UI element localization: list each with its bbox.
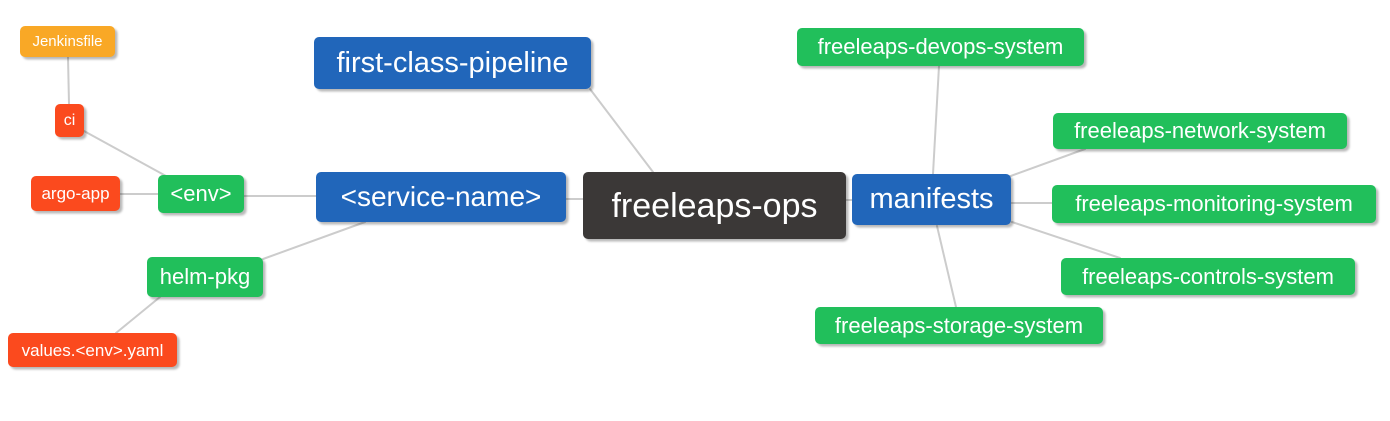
node-first-class-pipeline[interactable]: first-class-pipeline — [314, 37, 591, 89]
node-ci[interactable]: ci — [55, 104, 84, 137]
edge-pipeline-ops — [589, 88, 654, 173]
edge-manifests-network — [1007, 148, 1086, 178]
node-values-env-yaml[interactable]: values.<env>.yaml — [8, 333, 177, 367]
node-manifests[interactable]: manifests — [852, 174, 1011, 225]
edge-servicename-helmpkg — [262, 221, 366, 260]
node-freeleaps-monitoring-system[interactable]: freeleaps-monitoring-system — [1052, 185, 1376, 223]
edge-manifests-storage — [936, 225, 957, 308]
edge-manifests-devops — [932, 65, 940, 175]
node-freeleaps-devops-system[interactable]: freeleaps-devops-system — [797, 28, 1084, 66]
node-argo-app[interactable]: argo-app — [31, 176, 120, 211]
edge-manifests-controls — [1011, 221, 1121, 259]
edge-jenkinsfile-ci — [67, 56, 70, 105]
node-freeleaps-ops-root[interactable]: freeleaps-ops — [583, 172, 846, 239]
edge-ci-env — [83, 130, 167, 177]
node-freeleaps-storage-system[interactable]: freeleaps-storage-system — [815, 307, 1103, 344]
node-env[interactable]: <env> — [158, 175, 244, 213]
node-service-name[interactable]: <service-name> — [316, 172, 566, 222]
node-helm-pkg[interactable]: helm-pkg — [147, 257, 263, 297]
node-jenkinsfile[interactable]: Jenkinsfile — [20, 26, 115, 57]
edge-helmpkg-values — [115, 296, 161, 334]
node-freeleaps-controls-system[interactable]: freeleaps-controls-system — [1061, 258, 1355, 295]
node-freeleaps-network-system[interactable]: freeleaps-network-system — [1053, 113, 1347, 149]
